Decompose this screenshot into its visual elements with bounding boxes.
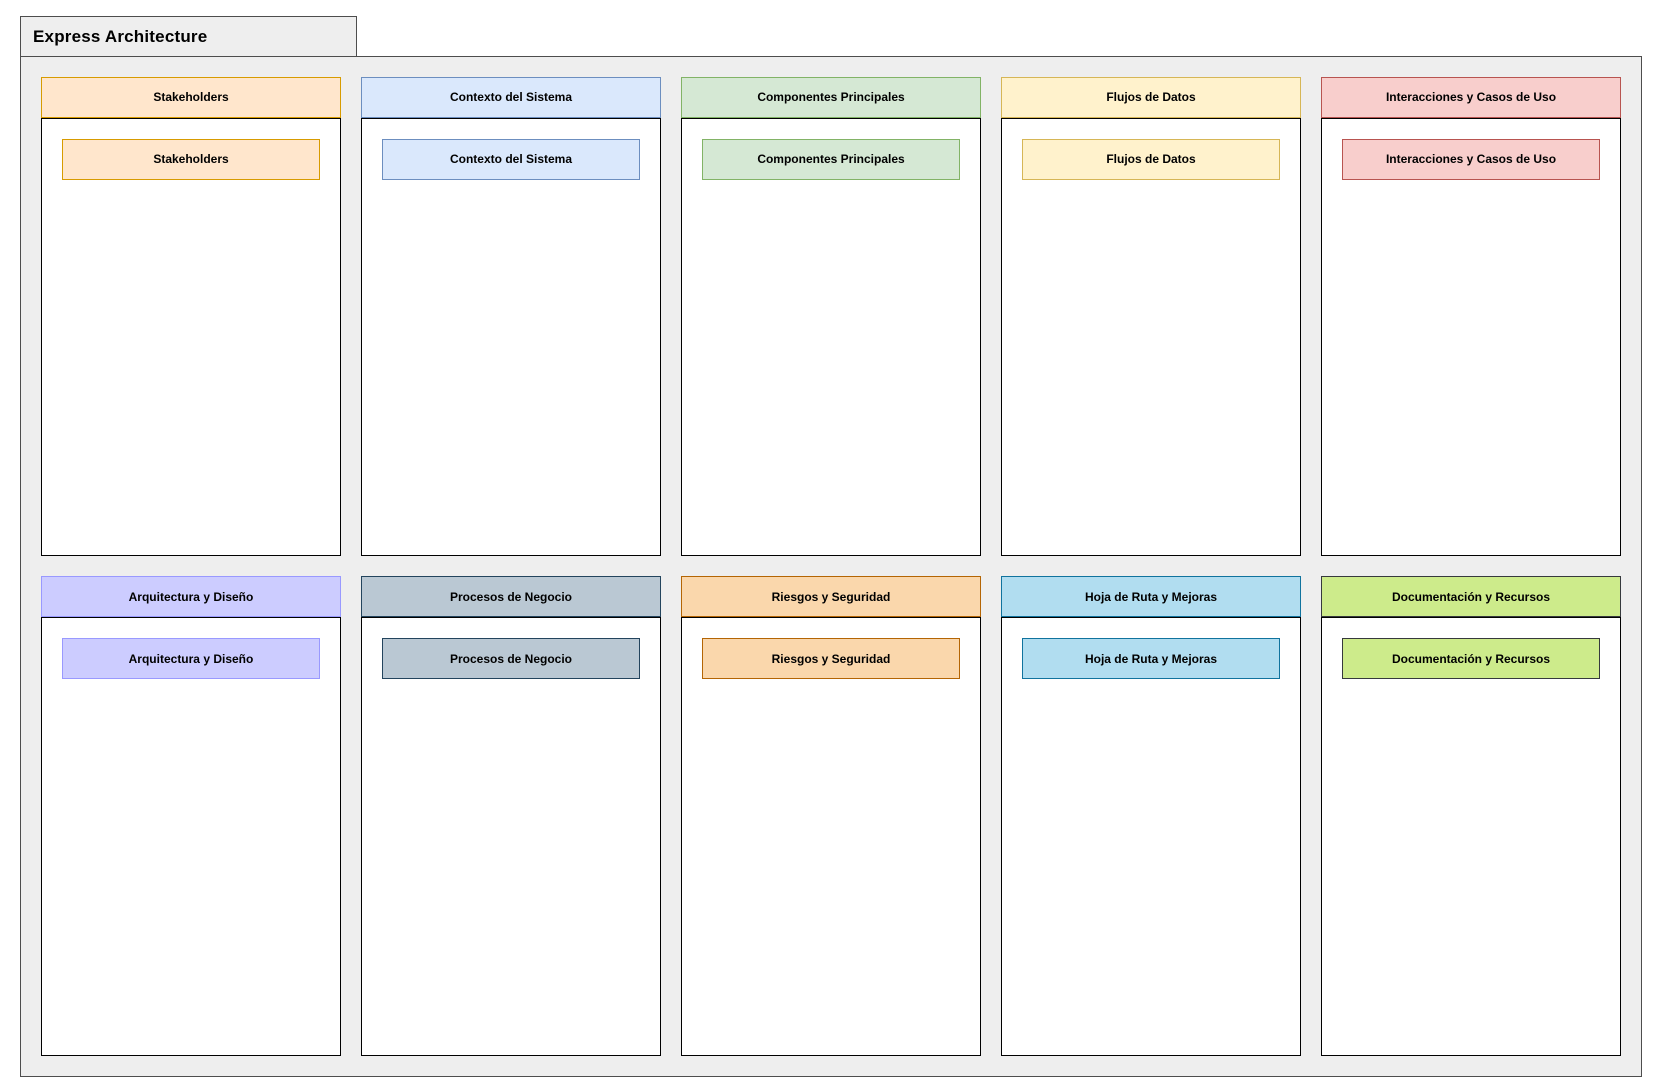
- panel-header-procesos-de-negocio: Procesos de Negocio: [361, 576, 661, 617]
- panel-card-documentacion-y-recursos: Documentación y Recursos: [1342, 638, 1600, 679]
- panel-body-documentacion-y-recursos: Documentación y Recursos: [1321, 617, 1621, 1056]
- package-title: Express Architecture: [33, 26, 208, 46]
- panel-body-componentes-principales: Componentes Principales: [681, 117, 981, 556]
- panel-body-stakeholders: Stakeholders: [41, 117, 341, 556]
- panel-body-riesgos-y-seguridad: Riesgos y Seguridad: [681, 617, 981, 1056]
- panel-header-interacciones-y-casos-de-uso: Interacciones y Casos de Uso: [1321, 76, 1621, 118]
- panel-card-procesos-de-negocio: Procesos de Negocio: [382, 638, 640, 679]
- panel-body-contexto-del-sistema: Contexto del Sistema: [361, 117, 661, 556]
- panel-header-componentes-principales: Componentes Principales: [681, 76, 981, 118]
- panel-card-hoja-de-ruta-y-mejoras: Hoja de Ruta y Mejoras: [1022, 638, 1280, 679]
- panel-card-flujos-de-datos: Flujos de Datos: [1022, 138, 1280, 180]
- panel-body-arquitectura-y-diseno: Arquitectura y Diseño: [41, 617, 341, 1056]
- panel-header-stakeholders: Stakeholders: [41, 76, 341, 118]
- panel-header-contexto-del-sistema: Contexto del Sistema: [361, 76, 661, 118]
- panel-header-documentacion-y-recursos: Documentación y Recursos: [1321, 576, 1621, 617]
- panel-card-componentes-principales: Componentes Principales: [702, 138, 960, 180]
- panel-card-riesgos-y-seguridad: Riesgos y Seguridad: [702, 638, 960, 679]
- panel-header-flujos-de-datos: Flujos de Datos: [1001, 76, 1301, 118]
- panel-header-riesgos-y-seguridad: Riesgos y Seguridad: [681, 576, 981, 617]
- panel-body-flujos-de-datos: Flujos de Datos: [1001, 117, 1301, 556]
- package-title-tab: Express Architecture: [20, 16, 357, 57]
- panel-body-procesos-de-negocio: Procesos de Negocio: [361, 617, 661, 1056]
- panel-card-interacciones-y-casos-de-uso: Interacciones y Casos de Uso: [1342, 138, 1600, 180]
- panel-card-contexto-del-sistema: Contexto del Sistema: [382, 138, 640, 180]
- panel-card-arquitectura-y-diseno: Arquitectura y Diseño: [62, 638, 320, 679]
- panel-body-interacciones-y-casos-de-uso: Interacciones y Casos de Uso: [1321, 117, 1621, 556]
- panel-body-hoja-de-ruta-y-mejoras: Hoja de Ruta y Mejoras: [1001, 617, 1301, 1056]
- panel-header-hoja-de-ruta-y-mejoras: Hoja de Ruta y Mejoras: [1001, 576, 1301, 617]
- panel-header-arquitectura-y-diseno: Arquitectura y Diseño: [41, 576, 341, 617]
- panel-card-stakeholders: Stakeholders: [62, 138, 320, 180]
